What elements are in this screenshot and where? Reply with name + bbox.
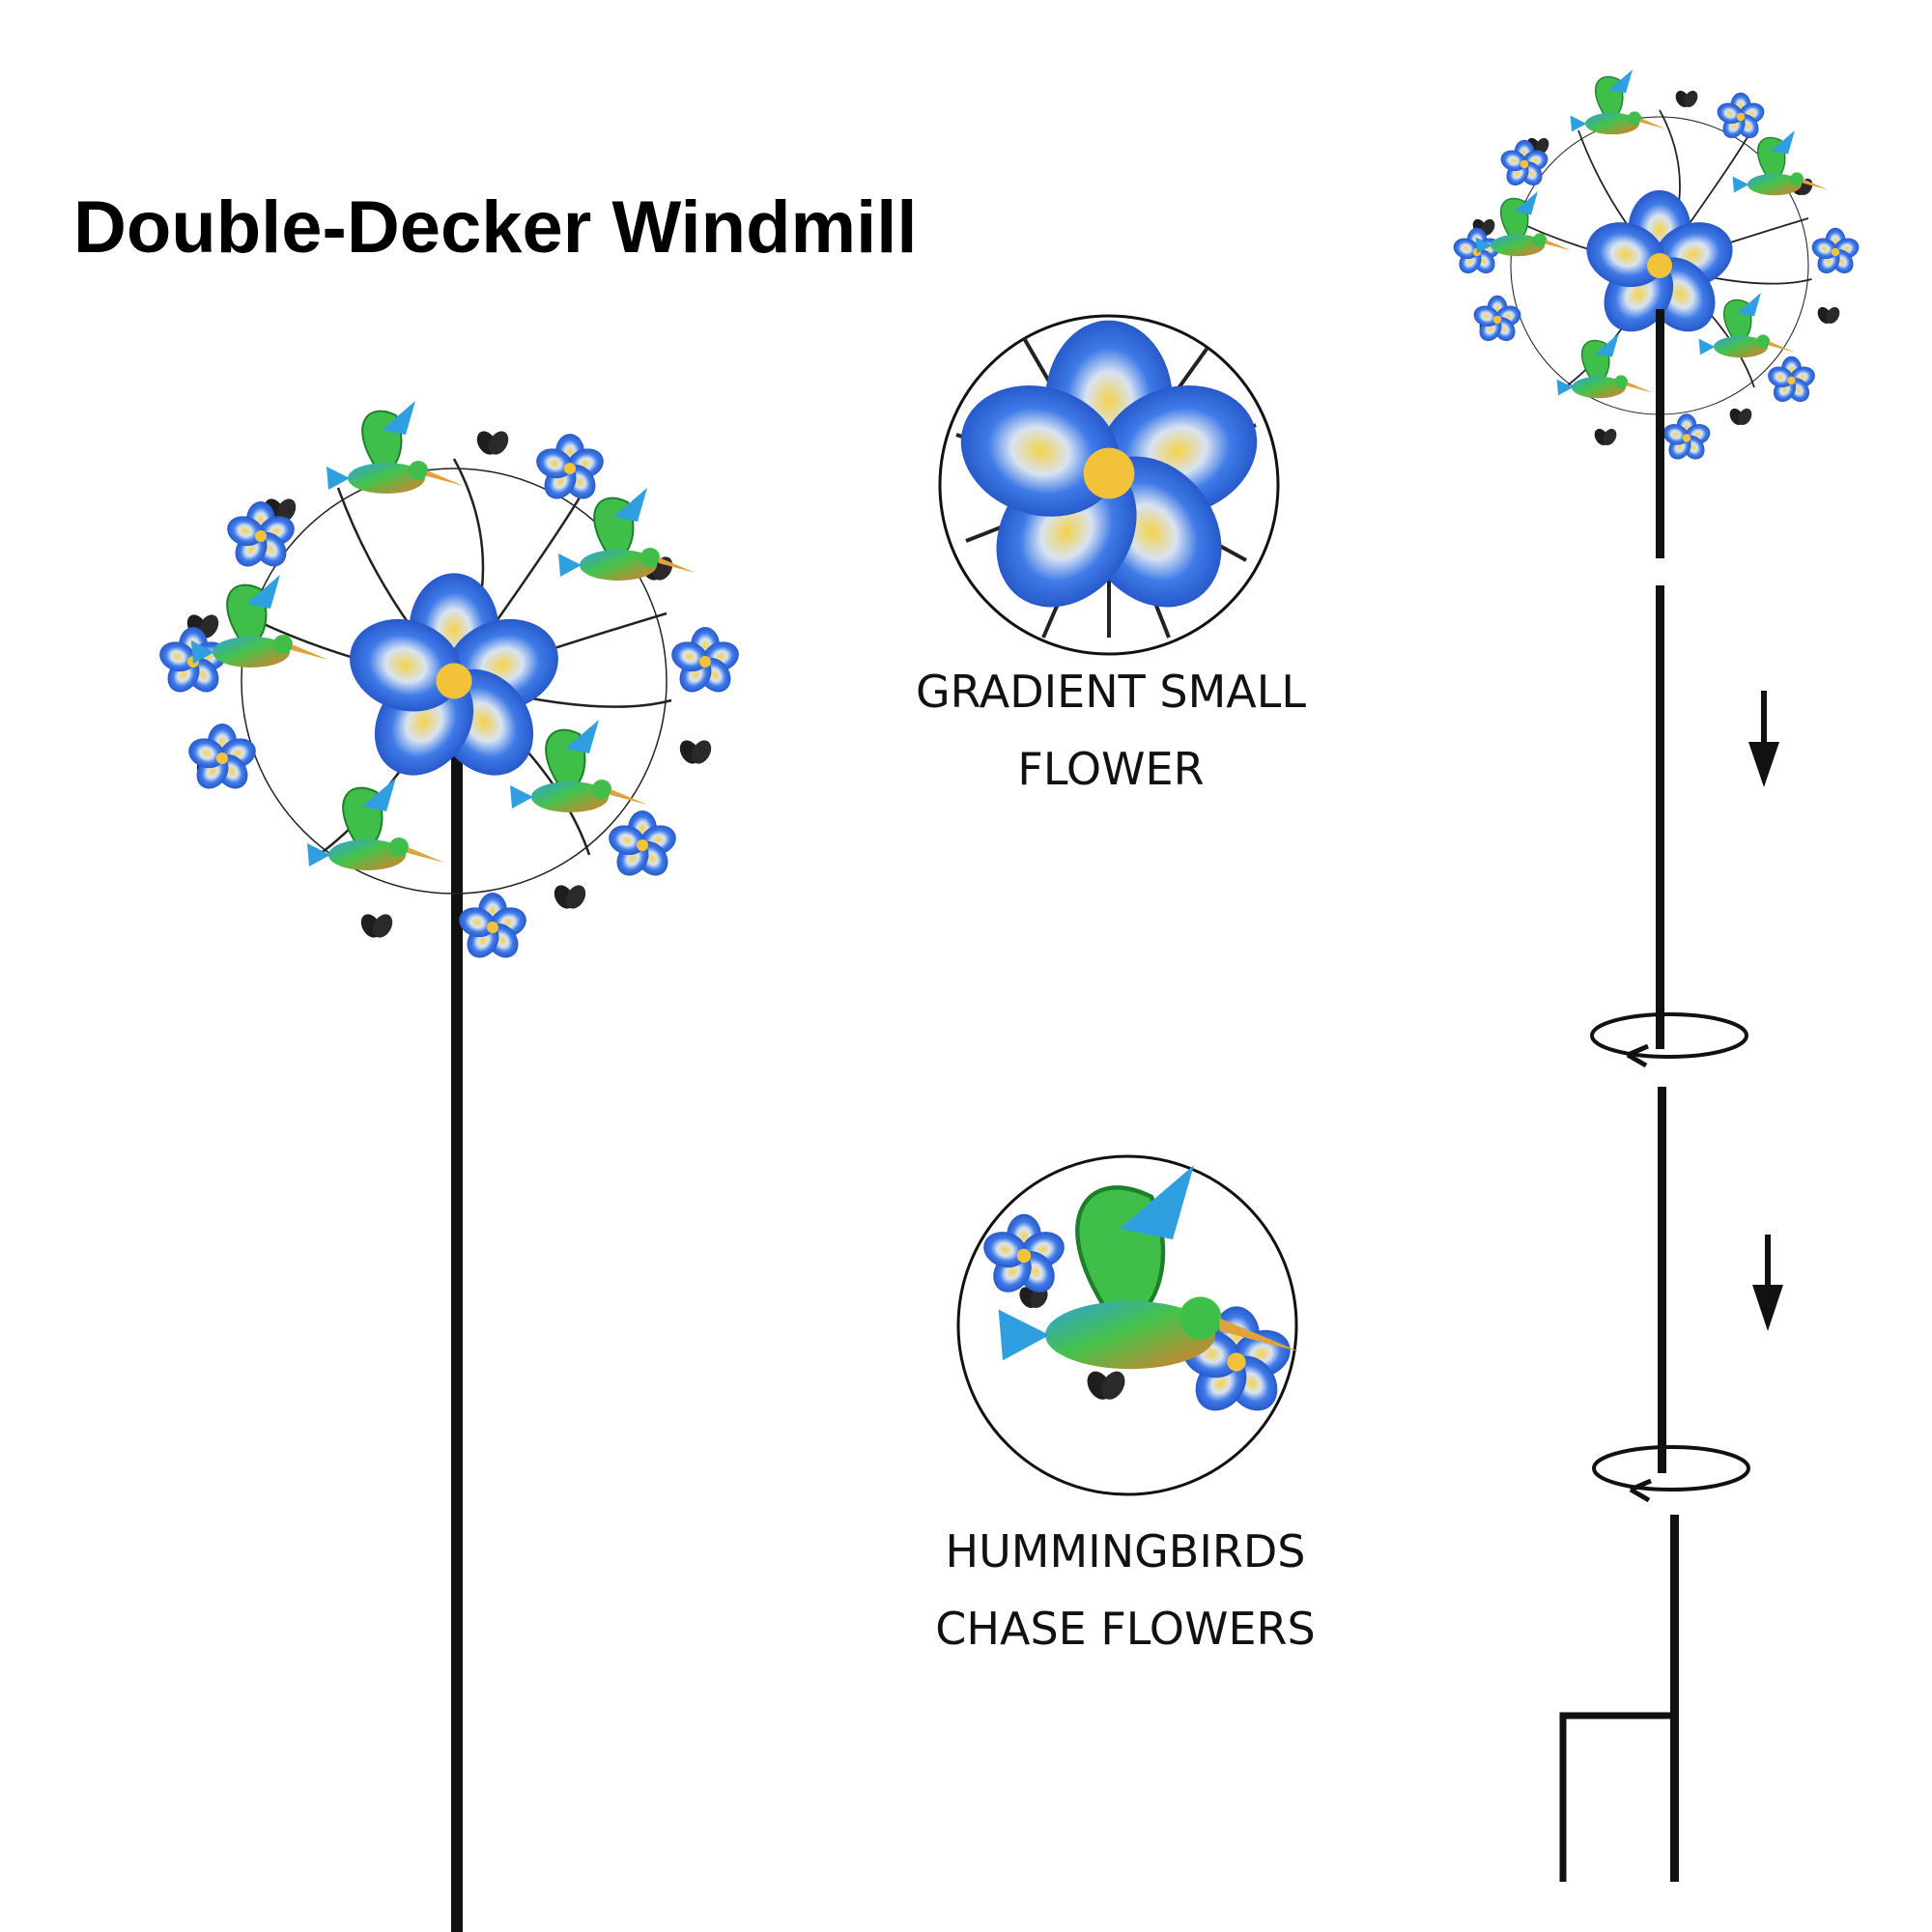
down-arrow-icon bbox=[1752, 1235, 1783, 1331]
pole-segment-1 bbox=[1656, 585, 1664, 1049]
ground-stake-leg bbox=[1559, 1712, 1670, 1882]
callout-caption-line: GRADIENT SMALL bbox=[915, 666, 1306, 718]
windmill-wheel bbox=[156, 401, 743, 964]
callout-hummingbird bbox=[956, 1154, 1300, 1496]
rotate-arrow-icon bbox=[1590, 1012, 1748, 1068]
callout-caption-line: HUMMINGBIRDS bbox=[945, 1525, 1306, 1577]
windmill-exploded bbox=[1451, 70, 1861, 1882]
callout-caption-line: FLOWER bbox=[1017, 743, 1205, 795]
rotate-arrow-icon bbox=[1592, 1445, 1750, 1503]
callout-caption-line: CHASE FLOWERS bbox=[935, 1603, 1316, 1655]
windmill-pole bbox=[451, 734, 463, 1932]
page-title: Double-Decker Windmill bbox=[73, 186, 918, 269]
pole-segment-2 bbox=[1658, 1087, 1666, 1473]
down-arrow-icon bbox=[1748, 691, 1779, 787]
pole-segment-top bbox=[1656, 309, 1664, 558]
pole-segment-stake bbox=[1670, 1515, 1679, 1882]
callout-caption-flower: GRADIENT SMALL FLOWER bbox=[860, 653, 1362, 808]
callout-caption-hummingbird: HUMMINGBIRDS CHASE FLOWERS bbox=[874, 1513, 1377, 1667]
windmill-main bbox=[156, 401, 743, 1932]
callout-flower bbox=[938, 314, 1280, 656]
